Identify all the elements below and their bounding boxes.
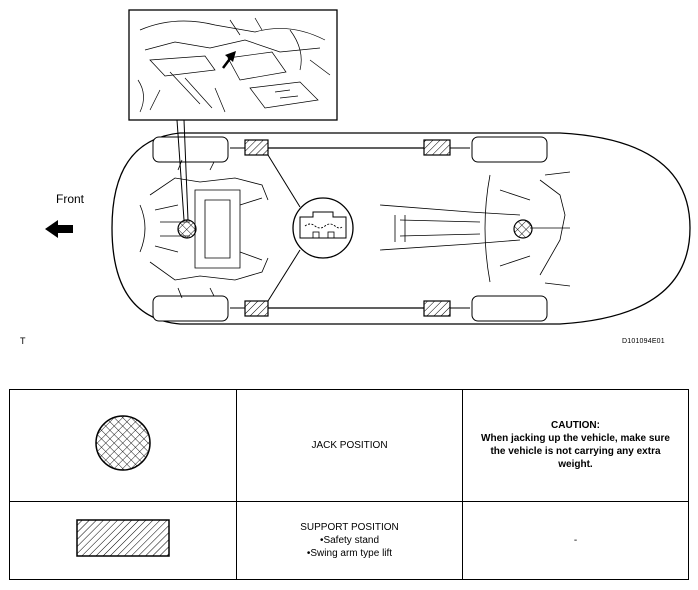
front-left-wheel (152, 136, 229, 163)
front-jack-detail-inset (128, 9, 338, 121)
support-symbol-cell (9, 500, 237, 581)
vehicle-body-outline (111, 132, 691, 325)
front-left-support-position (244, 139, 269, 156)
caution-text: When jacking up the vehicle, make sure t… (481, 433, 670, 471)
rear-left-support-position (423, 139, 451, 156)
front-right-support-position (244, 300, 269, 317)
figure-code: D101094E01 (622, 338, 665, 345)
support-item-safety-stand: •Safety stand (319, 534, 380, 546)
corner-label: T (20, 336, 26, 346)
support-item-swing-arm-lift: •Swing arm type lift (306, 547, 393, 559)
jack-symbol-cell (9, 389, 237, 502)
support-description: SUPPORT POSITION (300, 521, 399, 533)
rear-left-wheel (471, 136, 548, 163)
legend-row-support: SUPPORT POSITION •Safety stand •Swing ar… (9, 500, 689, 581)
front-jack-position (177, 219, 197, 239)
jack-position-symbol (95, 415, 151, 472)
rear-suspension-sketch (379, 171, 571, 287)
rear-jack-position (513, 219, 533, 239)
front-label: Front (56, 192, 85, 206)
front-suspension-sketch (139, 159, 269, 299)
support-point-detail-view (292, 197, 354, 259)
jack-note-cell: CAUTION: When jacking up the vehicle, ma… (462, 389, 689, 502)
support-note: - (462, 500, 689, 581)
rear-right-support-position (423, 300, 451, 317)
legend-table: JACK POSITION CAUTION: When jacking up t… (9, 389, 689, 581)
rear-right-wheel (471, 295, 548, 322)
legend-row-jack: JACK POSITION CAUTION: When jacking up t… (9, 389, 689, 502)
jack-description: JACK POSITION (236, 389, 463, 502)
caution-title: CAUTION: (551, 420, 600, 432)
front-arrow-icon (45, 220, 73, 238)
vehicle-lift-point-diagram (45, 9, 691, 325)
front-right-wheel (152, 295, 229, 322)
support-description-cell: SUPPORT POSITION •Safety stand •Swing ar… (236, 500, 463, 581)
support-position-symbol (76, 519, 170, 558)
